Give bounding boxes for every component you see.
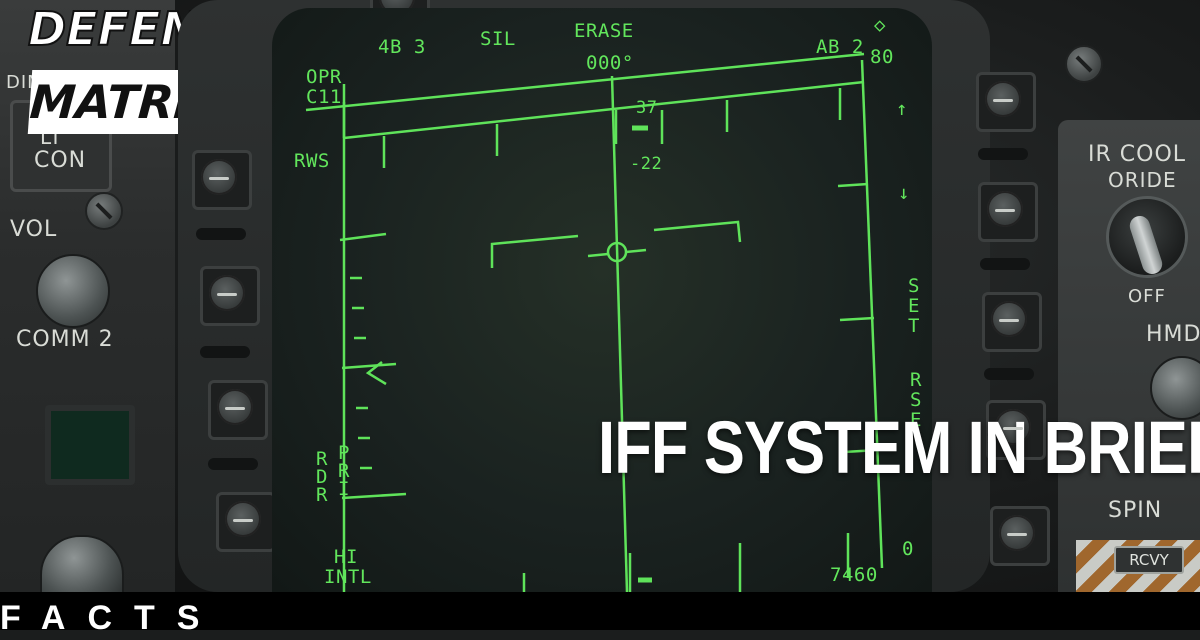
set-label: S E T bbox=[908, 275, 920, 337]
sil-label: SIL bbox=[480, 28, 516, 50]
heading-readout: 000° bbox=[586, 52, 634, 74]
osb-slot bbox=[980, 258, 1030, 270]
rcvy-button[interactable]: RCVY bbox=[1114, 546, 1184, 574]
bar-scan-label: 4B 3 bbox=[378, 36, 426, 58]
pri-label: P R I bbox=[338, 442, 350, 500]
screw-icon bbox=[1065, 45, 1103, 83]
osb-left-4[interactable] bbox=[216, 492, 276, 552]
oride-label: ORIDE bbox=[1108, 168, 1177, 192]
con-label: CON bbox=[34, 148, 87, 173]
footer-bar bbox=[0, 592, 1200, 630]
down-arrow-icon: ↓ bbox=[898, 182, 910, 204]
osb-slot bbox=[196, 228, 246, 240]
comm-indicator-screen bbox=[45, 405, 135, 485]
rset-label: R S E bbox=[910, 369, 922, 431]
hmd-knob[interactable] bbox=[1150, 356, 1200, 420]
screw-icon bbox=[85, 192, 123, 230]
erase-label: ERASE bbox=[574, 20, 634, 42]
elevation-bottom-readout: -22 bbox=[630, 154, 663, 174]
footer-label: FACTS bbox=[0, 599, 222, 637]
up-arrow-icon: ↑ bbox=[896, 98, 908, 120]
osb-right-3[interactable] bbox=[982, 292, 1042, 352]
radar-display: 4B 3 SIL ERASE AB 2 ◇ 80 000° OPR C11 RW… bbox=[272, 8, 932, 592]
scope-right-edge bbox=[860, 59, 884, 569]
intl-label: INTL bbox=[324, 566, 372, 588]
osb-slot bbox=[984, 368, 1034, 380]
osb-slot bbox=[208, 458, 258, 470]
opr-label: OPR bbox=[306, 66, 342, 88]
azimuth-scale-line bbox=[343, 80, 865, 140]
rdr-label: R D R bbox=[316, 448, 328, 506]
osb-right-1[interactable] bbox=[976, 72, 1036, 132]
elevation-top-readout: 37 bbox=[636, 98, 658, 118]
horizon-line bbox=[305, 52, 865, 112]
comm-label: COMM 2 bbox=[16, 327, 114, 352]
altitude-readout: 7460 bbox=[830, 564, 878, 586]
radar-symbology bbox=[305, 52, 884, 592]
osb-left-2[interactable] bbox=[200, 266, 260, 326]
channel-label: C11 bbox=[306, 86, 342, 108]
radar-mode-label: RWS bbox=[294, 150, 330, 172]
diamond-icon: ◇ bbox=[874, 14, 886, 36]
range-scale-bottom: 0 bbox=[902, 538, 914, 560]
off-label: OFF bbox=[1128, 286, 1166, 307]
hi-label: HI bbox=[334, 546, 358, 568]
vol-label: VOL bbox=[10, 217, 58, 242]
ir-cool-label: IR COOL bbox=[1088, 142, 1187, 167]
osb-right-5[interactable] bbox=[990, 506, 1050, 566]
osb-right-2[interactable] bbox=[978, 182, 1038, 242]
range-scale-top: 80 bbox=[870, 46, 894, 68]
azimuth-scan-label: AB 2 bbox=[816, 36, 864, 58]
osb-slot bbox=[200, 346, 250, 358]
headline-title: IFF SYSTEM IN BRIEF bbox=[598, 406, 1200, 489]
center-azimuth-line bbox=[610, 75, 629, 592]
osb-right-4[interactable] bbox=[986, 400, 1046, 460]
osb-slot bbox=[978, 148, 1028, 160]
osb-left-3[interactable] bbox=[208, 380, 268, 440]
spin-label: SPIN bbox=[1108, 498, 1163, 523]
hmd-label: HMD bbox=[1146, 322, 1200, 347]
volume-knob[interactable] bbox=[36, 254, 110, 328]
osb-left-1[interactable] bbox=[192, 150, 252, 210]
